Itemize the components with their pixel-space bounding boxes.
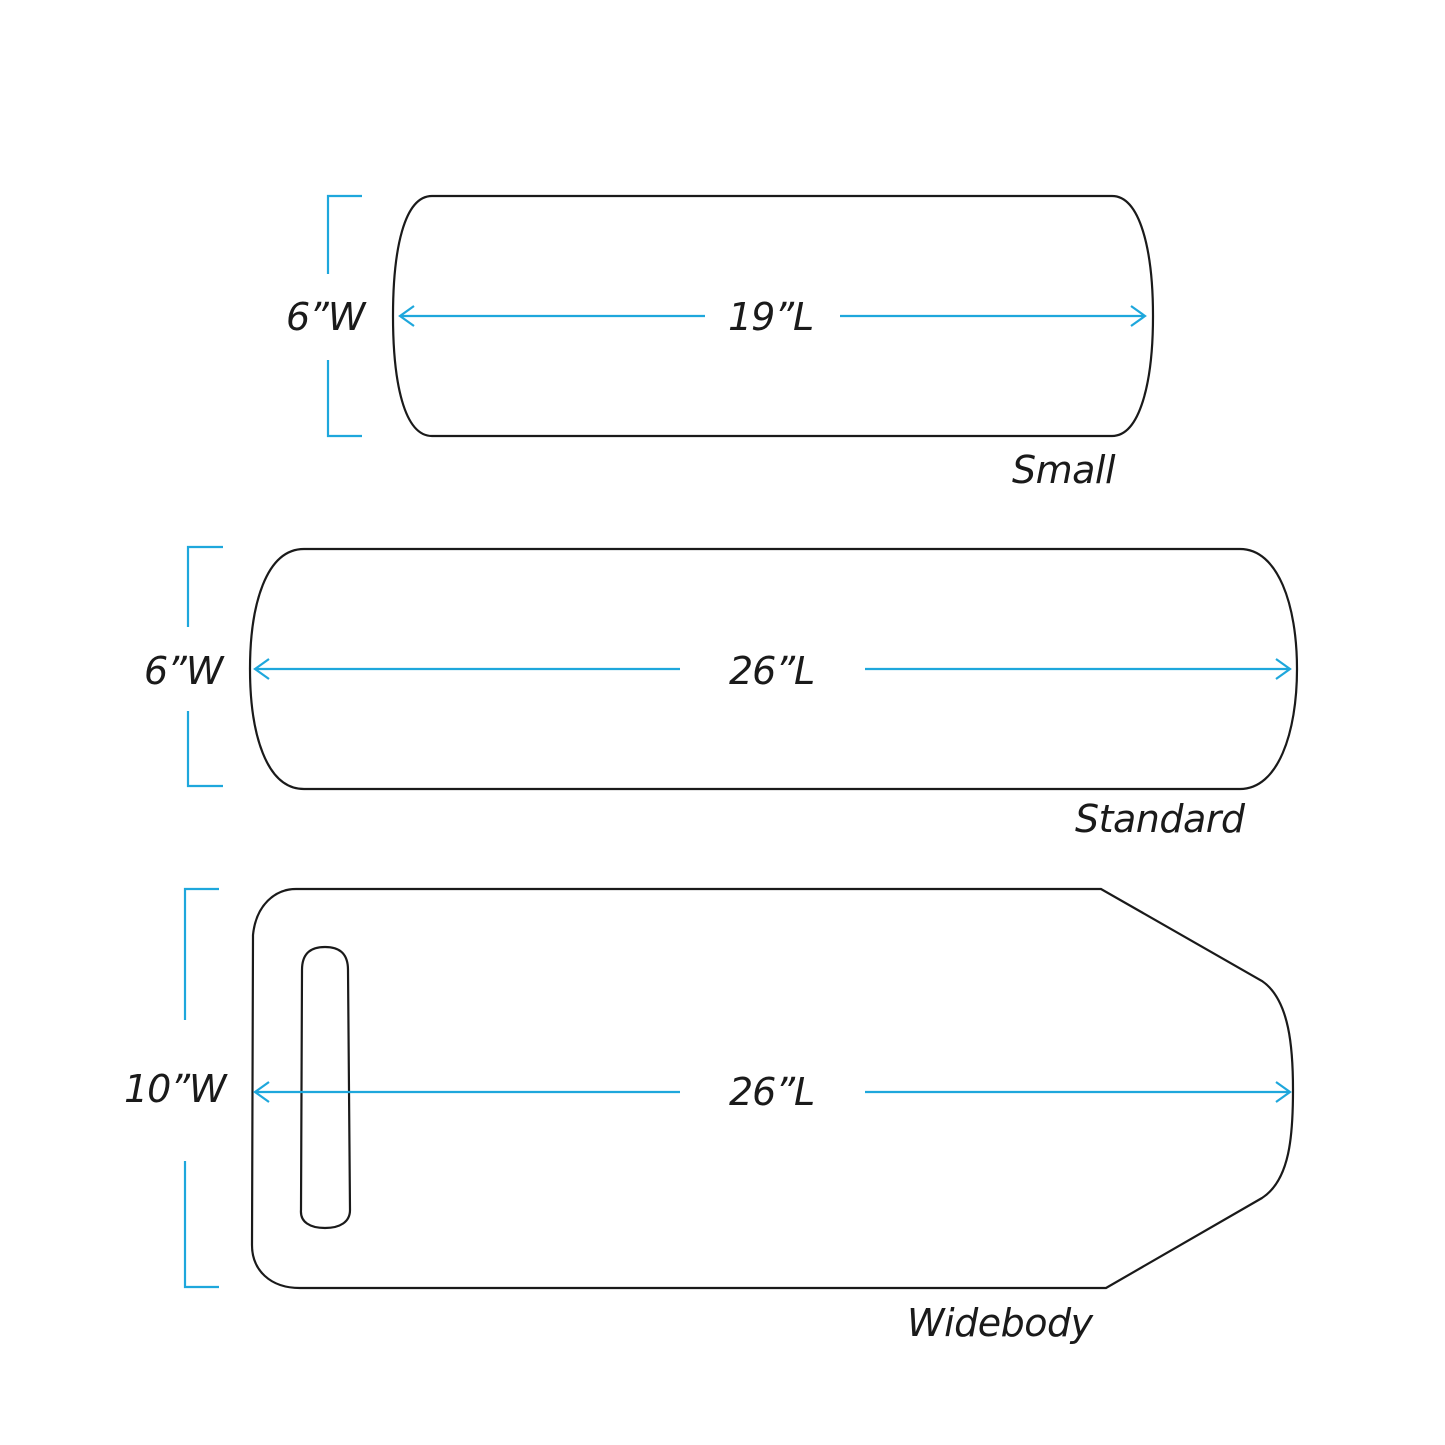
widebody-length-arrow-left — [253, 1081, 680, 1103]
small-board-outline — [391, 194, 1155, 438]
widebody-board-outline — [250, 887, 1295, 1290]
small-length-arrow-left — [398, 305, 705, 327]
standard-board-outline — [248, 547, 1299, 791]
widebody-board — [183, 887, 1295, 1290]
small-length-label: 19”L — [728, 295, 814, 339]
widebody-length-arrow-right — [865, 1081, 1292, 1103]
small-length-arrow-right — [840, 305, 1147, 327]
small-board-name: Small — [1012, 448, 1116, 492]
widebody-width-label: 10”W — [124, 1067, 227, 1111]
standard-length-label: 26”L — [729, 649, 815, 693]
widebody-board-name: Widebody — [907, 1301, 1093, 1345]
widebody-handle-slot — [299, 945, 352, 1230]
small-width-bracket-bottom — [326, 360, 362, 438]
widebody-width-bracket-bottom — [183, 1161, 219, 1289]
standard-length-arrow-right — [865, 658, 1292, 680]
standard-width-bracket-top — [186, 545, 223, 627]
standard-length-arrow-left — [253, 658, 680, 680]
standard-board-name: Standard — [1075, 797, 1245, 841]
widebody-length-label: 26”L — [729, 1070, 815, 1114]
standard-board — [186, 545, 1299, 791]
small-width-label: 6”W — [286, 295, 365, 339]
widebody-width-bracket-top — [183, 887, 219, 1020]
small-board — [326, 194, 1155, 438]
standard-width-label: 6”W — [144, 649, 223, 693]
standard-width-bracket-bottom — [186, 711, 223, 788]
small-width-bracket-top — [326, 194, 362, 274]
